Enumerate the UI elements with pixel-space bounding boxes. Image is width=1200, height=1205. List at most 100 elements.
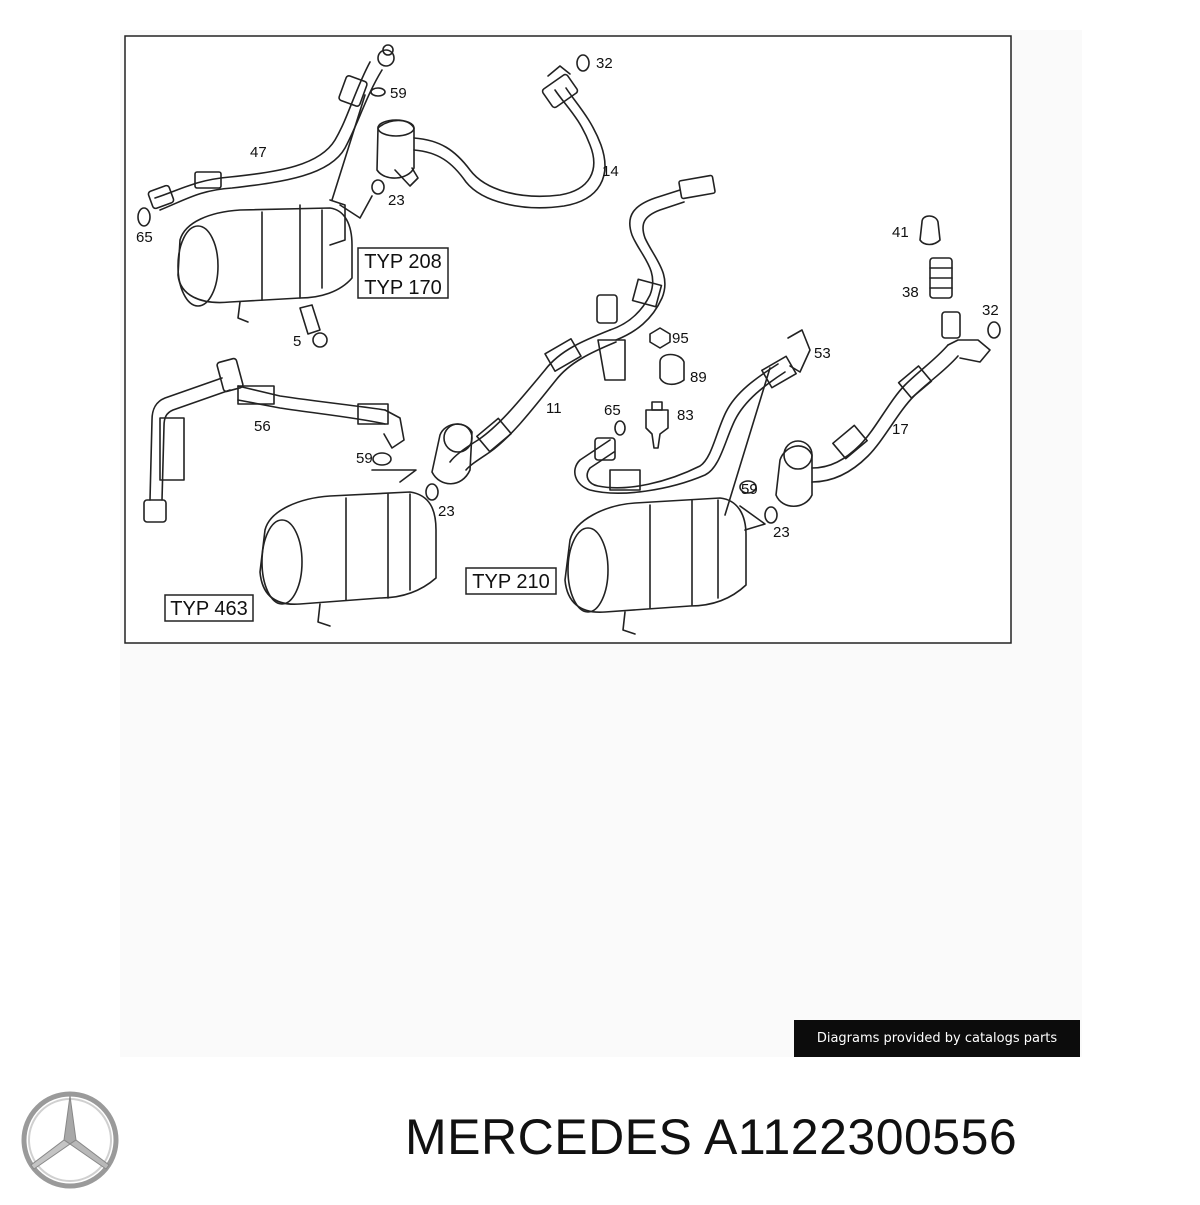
callout-59-top: 59 — [390, 85, 407, 102]
compressor-typ208 — [177, 207, 353, 304]
hose-11-outer — [465, 341, 617, 471]
ferrule-17-high — [897, 365, 933, 399]
compressor-typ210 — [564, 497, 747, 613]
bracket-11 — [597, 339, 626, 381]
ferrule-47 — [194, 171, 222, 189]
o-ring-23-mid — [425, 483, 439, 501]
hose-56 — [237, 385, 386, 411]
leaders-right — [724, 367, 771, 531]
ferrule-11-low — [476, 417, 512, 453]
callout-89: 89 — [690, 369, 707, 386]
o-ring-59-top — [370, 87, 386, 97]
callout-53: 53 — [814, 345, 831, 362]
bolt-5 — [299, 304, 321, 335]
callout-23-mid: 23 — [438, 503, 455, 520]
label-typ463: TYP 463 — [170, 598, 247, 620]
callout-59-mid: 59 — [356, 450, 373, 467]
callout-11: 11 — [546, 400, 562, 417]
hose-47 — [154, 61, 371, 199]
pipe-56-left — [149, 377, 223, 501]
fitting-47-upper — [377, 49, 395, 67]
diagram-frame — [124, 35, 1012, 644]
ferrule-11-upper — [631, 278, 663, 308]
fitting-47-nut — [382, 44, 394, 56]
clip-89 — [659, 353, 685, 386]
label-box-typ210 — [465, 567, 557, 595]
fitting-17-top — [947, 339, 991, 363]
o-ring-59-right — [739, 480, 757, 494]
fitting-11-compressor — [431, 423, 473, 485]
hose-11 — [449, 329, 611, 463]
hose-11-upper-outer — [615, 201, 685, 341]
credit-banner: Diagrams provided by catalogs parts — [794, 1020, 1080, 1057]
callout-23-right: 23 — [773, 524, 790, 541]
dryer-block — [376, 119, 415, 179]
leaders-mid-left — [371, 469, 417, 483]
compressor-typ463 — [259, 491, 437, 605]
brand-name: MERCEDES — [405, 1109, 693, 1165]
pipe-56-left-outer — [161, 389, 231, 501]
fitting-17-port — [783, 440, 813, 470]
label-box-typ208-170 — [357, 247, 449, 299]
hose-53-outer — [586, 363, 779, 489]
compressor-typ208-ribs — [261, 204, 323, 301]
hose-17 — [811, 344, 949, 469]
label-typ210: TYP 210 — [472, 571, 549, 593]
hose-14-outer — [413, 87, 606, 209]
label-box-typ463 — [164, 594, 254, 622]
o-ring-23-top — [371, 179, 385, 195]
o-ring-59-mid — [372, 452, 392, 466]
fitting-14-tip — [547, 65, 571, 77]
hose-56-outer — [237, 399, 386, 425]
compressor-typ463-ribs — [345, 493, 411, 601]
fitting-53-right — [787, 329, 811, 373]
ferrule-11-mid — [544, 338, 582, 372]
o-ring-23-right — [764, 506, 778, 524]
bolt-5-head — [312, 332, 328, 348]
cap-41 — [919, 215, 941, 246]
compressor-typ463-face — [261, 519, 303, 605]
o-ring-32-top — [576, 54, 590, 72]
label-typ208: TYP 208 — [364, 251, 441, 273]
callout-32-right: 32 — [982, 302, 999, 319]
callout-23-top: 23 — [388, 192, 405, 209]
callout-41: 41 — [892, 224, 909, 241]
fitting-11-service — [596, 294, 618, 324]
compressor-typ208-foot — [237, 301, 249, 323]
ferrule-56-left — [237, 385, 275, 405]
callout-38: 38 — [902, 284, 919, 301]
callout-17: 17 — [892, 421, 909, 438]
dryer-top — [377, 119, 415, 137]
callout-56: 56 — [254, 418, 271, 435]
callout-32-top: 32 — [596, 55, 613, 72]
valve-83 — [645, 409, 669, 449]
compressor-typ210-ribs — [649, 499, 719, 609]
valve-83-cap — [651, 401, 663, 411]
ferrule-56-right — [357, 403, 389, 425]
fitting-53-left — [594, 437, 616, 461]
hose-47-outer — [159, 69, 383, 211]
label-typ170: TYP 170 — [364, 277, 441, 299]
callout-47: 47 — [250, 144, 267, 161]
callout-59-right: 59 — [741, 481, 758, 498]
callout-95: 95 — [672, 330, 689, 347]
o-ring-65-mid — [614, 420, 626, 436]
nut-95 — [649, 327, 671, 349]
part-number: A1122300556 — [704, 1109, 1018, 1165]
hose-11-upper — [609, 189, 681, 331]
hose-14 — [413, 89, 595, 198]
fitting-56-right — [383, 409, 405, 449]
hose-53 — [574, 371, 786, 494]
ferrule-17-low — [832, 424, 868, 460]
o-ring-65-top — [137, 207, 151, 227]
ferrule-53-left — [609, 469, 641, 491]
fitting-11-top — [678, 174, 716, 200]
callout-65-mid: 65 — [604, 402, 621, 419]
dryer-bracket — [394, 167, 419, 187]
fitting-56-lower — [143, 499, 167, 523]
fitting-17-compressor — [775, 445, 813, 508]
callout-5: 5 — [293, 333, 301, 350]
fitting-56-upper — [216, 357, 244, 393]
